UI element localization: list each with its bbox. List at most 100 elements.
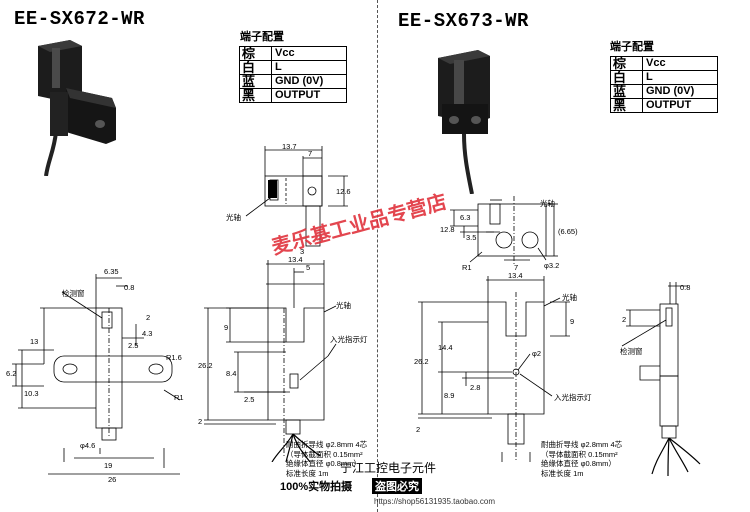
optical-axis-label: 光轴 [226,212,241,222]
dim-label: 6.2 [6,369,16,378]
spec-line: 标准长度 1m [541,468,584,478]
dim-label: 3.5 [466,233,476,242]
banner-shop-url[interactable]: https://shop56131935.taobao.com [374,497,495,506]
dim-label: 0.8 [124,283,134,292]
dim-label: 3 [300,247,304,256]
dim-label: 8.9 [444,391,454,400]
dim-label: 13.4 [508,272,523,280]
dim-label: 13.7 [282,142,297,151]
right-model-title: EE-SX673-WR [398,10,529,32]
right-main-view-drawing: 13.4 9 14.4 26.2 φ2 2.8 8.9 2 光轴 入光指示灯 [414,272,592,462]
dim-label: 13.4 [288,256,303,264]
dim-label: 8.4 [226,369,236,378]
dim-label: 19 [104,461,112,470]
right-sensor-photo [438,50,490,194]
wire-signal: OUTPUT [271,88,347,103]
left-model-title: EE-SX672-WR [14,8,145,30]
wire-signal: GND (0V) [642,84,718,99]
dim-label: 9 [570,317,574,326]
optical-axis-label: 光轴 [336,300,351,310]
dim-label: 7 [514,263,518,272]
wire-signal: Vcc [271,46,347,61]
dim-label: 26.2 [198,361,213,370]
dim-label: 12.6 [336,187,351,196]
spec-line: 标准长度 1m [286,468,329,478]
optical-axis-label: 光轴 [562,292,577,302]
dim-label: 6.3 [460,213,470,222]
dim-label: 2 [146,313,150,322]
right-terminal-title: 端子配置 [610,41,654,53]
dim-label: φ3.2 [544,261,559,270]
wire-color: 蓝 [239,74,272,89]
right-top-view-drawing: 6.3 12.8 3.5 (6.65) R1 7 φ3.2 光轴 [440,196,578,272]
dim-label: R1 [462,263,472,272]
wire-color: 黑 [239,88,272,103]
left-side-view-drawing: 13.7 7 12.6 3 光轴 [226,142,351,256]
dim-label: 2.8 [470,383,480,392]
banner-shop-name: 宁江工控电子元件 [340,461,437,475]
wire-signal: L [642,70,718,85]
dim-label: 4.3 [142,329,152,338]
left-sensor-photo [38,40,116,176]
dim-label: 5 [306,263,310,272]
wire-signal: L [271,60,347,75]
indicator-label: 入光指示灯 [330,334,368,344]
dim-label: 12.8 [440,225,455,234]
dim-label: 2.5 [244,395,254,404]
dim-label: R1 [174,393,184,402]
wire-signal: GND (0V) [271,74,347,89]
wire-color: 白 [610,70,643,85]
dim-label: 14.4 [438,343,453,352]
dim-label: φ4.6 [80,441,95,450]
dim-label: 2 [198,417,202,426]
left-main-view-drawing: 13.4 5 9 26.2 8.4 2.5 2 光轴 入光指示灯 [198,256,368,462]
spec-line: 绝缘体直径 φ0.8mm） [286,459,361,468]
dim-label: 2 [416,425,420,434]
spec-line: 绝缘体直径 φ0.8mm） [541,459,616,468]
indicator-label: 入光指示灯 [554,392,592,402]
column-divider [377,0,378,512]
spec-line: （导体截面积 0.15mm² [286,449,363,459]
dim-label: 2.5 [128,341,138,350]
spec-line: 耐曲折导线 φ2.8mm 4芯 [541,440,623,449]
dim-label: R1.6 [166,353,182,362]
wire-color: 棕 [239,46,272,61]
wire-signal: OUTPUT [642,98,718,113]
left-front-view-drawing: 6.35 0.8 2 4.3 2.5 13 R1.6 6.2 10.3 R1 φ… [6,268,184,484]
dim-label: φ2 [532,349,541,358]
wire-color: 蓝 [610,84,643,99]
wire-color: 棕 [610,56,643,71]
left-terminal-title: 端子配置 [240,31,284,43]
dim-label: (6.65) [558,227,578,236]
left-cable-spec: 耐曲折导线 φ2.8mm 4芯 （导体截面积 0.15mm² 绝缘体直径 φ0.… [286,440,367,478]
right-side-view-drawing: 0.8 2 检测窗 [620,282,701,477]
dim-label: 7 [308,149,312,158]
spec-line: 耐曲折导线 φ2.8mm 4芯 [286,440,368,449]
banner-real-photo: 100%实物拍摄 [280,481,353,493]
dim-label: 26 [108,475,116,484]
banner-no-copy: 盗图必究 [372,478,422,494]
dim-label: 9 [224,323,228,332]
wire-color: 黑 [610,98,643,113]
optical-axis-label: 光轴 [540,198,555,208]
dim-label: 10.3 [24,389,39,398]
detection-window-label: 检测窗 [620,346,643,356]
spec-line: （导体截面积 0.15mm² [541,449,618,459]
detection-window-label: 检测窗 [62,288,85,298]
wire-color: 白 [239,60,272,75]
dim-label: 26.2 [414,357,429,366]
dim-label: 0.8 [680,283,690,292]
right-cable-spec: 耐曲折导线 φ2.8mm 4芯 （导体截面积 0.15mm² 绝缘体直径 φ0.… [541,440,622,478]
dim-label: 13 [30,337,38,346]
wire-signal: Vcc [642,56,718,71]
